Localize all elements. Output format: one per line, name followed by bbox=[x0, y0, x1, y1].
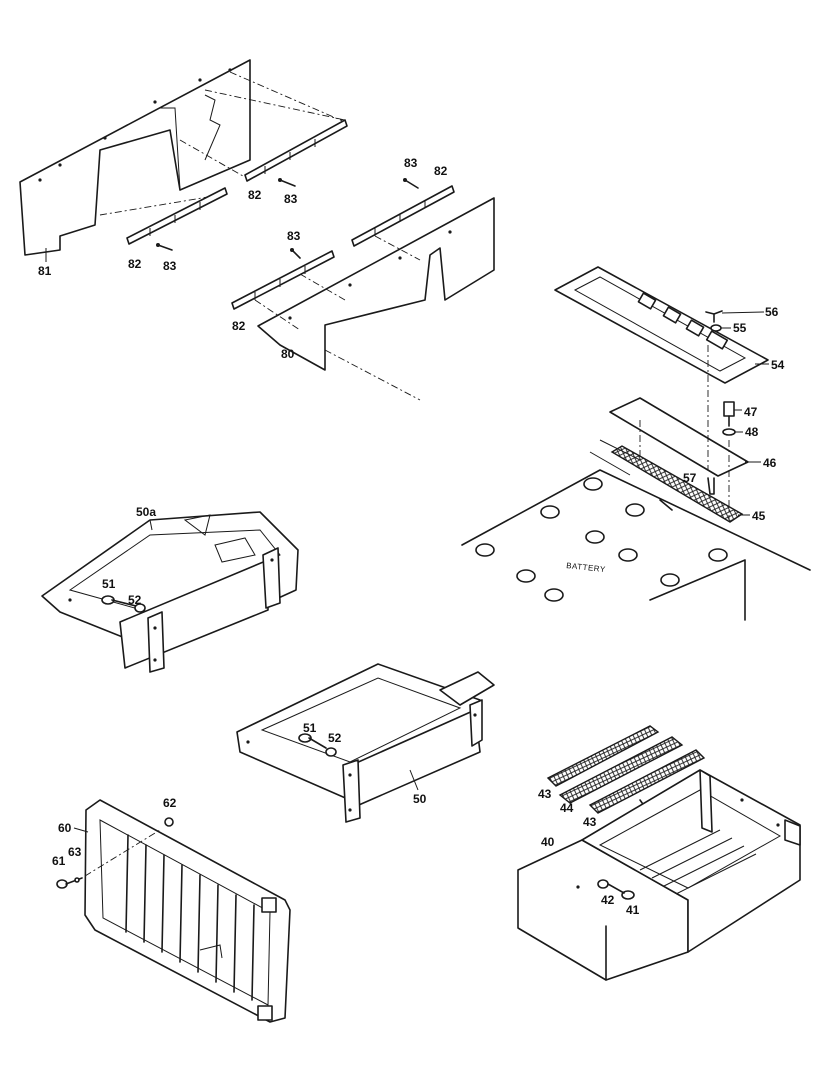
strip-82-lower bbox=[126, 187, 228, 245]
washer-42 bbox=[597, 879, 609, 889]
wing-nut-56 bbox=[705, 310, 723, 323]
bolt-51-upper bbox=[101, 595, 137, 607]
label-45: 45 bbox=[752, 509, 766, 523]
screws-83-left bbox=[156, 178, 296, 251]
side-panel-81 bbox=[19, 59, 346, 256]
mesh-pad-45 bbox=[610, 445, 744, 523]
label-52b: 52 bbox=[328, 731, 342, 745]
label-83c: 83 bbox=[404, 156, 418, 170]
label-81: 81 bbox=[38, 264, 52, 278]
label-60: 60 bbox=[58, 821, 72, 835]
bolt-47 bbox=[723, 401, 735, 427]
label-57: 57 bbox=[683, 471, 697, 485]
washer-52-lower bbox=[325, 747, 337, 757]
label-43b: 43 bbox=[583, 815, 597, 829]
label-50a: 50a bbox=[136, 505, 156, 519]
label-52a: 52 bbox=[128, 593, 142, 607]
label-44: 44 bbox=[560, 801, 574, 815]
battery-tray-50a bbox=[41, 511, 299, 673]
mesh-pad-43-top bbox=[546, 725, 660, 787]
bolt-41 bbox=[607, 883, 635, 900]
battery-box-40 bbox=[517, 769, 801, 981]
grille-60 bbox=[84, 799, 291, 1023]
bolt-51-lower bbox=[298, 733, 327, 749]
strip-82-mid bbox=[231, 235, 421, 331]
label-48: 48 bbox=[745, 425, 759, 439]
washer-48 bbox=[722, 428, 736, 436]
strip-82-upper bbox=[244, 119, 348, 182]
battery-label: BATTERY bbox=[566, 561, 607, 574]
battery-top: BATTERY bbox=[461, 439, 811, 621]
mesh-pad-43-bottom bbox=[588, 749, 706, 814]
label-46: 46 bbox=[763, 456, 777, 470]
washer-63 bbox=[74, 877, 80, 883]
label-82b: 82 bbox=[128, 257, 142, 271]
label-63: 63 bbox=[68, 845, 82, 859]
label-51b: 51 bbox=[303, 721, 317, 735]
label-82a: 82 bbox=[248, 188, 262, 202]
label-41: 41 bbox=[626, 903, 640, 917]
label-54: 54 bbox=[771, 358, 785, 372]
pin-57 bbox=[707, 477, 715, 495]
label-82d: 82 bbox=[232, 319, 246, 333]
label-61: 61 bbox=[52, 854, 66, 868]
mesh-pad-44 bbox=[558, 736, 684, 804]
screws-83-right bbox=[290, 178, 419, 259]
nut-62 bbox=[164, 817, 174, 827]
label-43a: 43 bbox=[538, 787, 552, 801]
label-80: 80 bbox=[281, 347, 295, 361]
battery-tray-50 bbox=[236, 663, 495, 823]
battery-cover-54 bbox=[554, 266, 769, 384]
label-56: 56 bbox=[765, 305, 779, 319]
washer-55 bbox=[710, 324, 722, 332]
side-panel-80 bbox=[257, 197, 495, 401]
label-51a: 51 bbox=[102, 577, 116, 591]
label-42: 42 bbox=[601, 893, 615, 907]
label-82c: 82 bbox=[434, 164, 448, 178]
label-62: 62 bbox=[163, 796, 177, 810]
screw-61 bbox=[56, 877, 83, 889]
label-83b: 83 bbox=[163, 259, 177, 273]
label-47: 47 bbox=[744, 405, 758, 419]
washer-52-upper bbox=[134, 603, 146, 613]
label-50: 50 bbox=[413, 792, 427, 806]
label-55: 55 bbox=[733, 321, 747, 335]
label-83a: 83 bbox=[284, 192, 298, 206]
label-83d: 83 bbox=[287, 229, 301, 243]
label-40: 40 bbox=[541, 835, 555, 849]
strip-82-right bbox=[351, 185, 455, 247]
